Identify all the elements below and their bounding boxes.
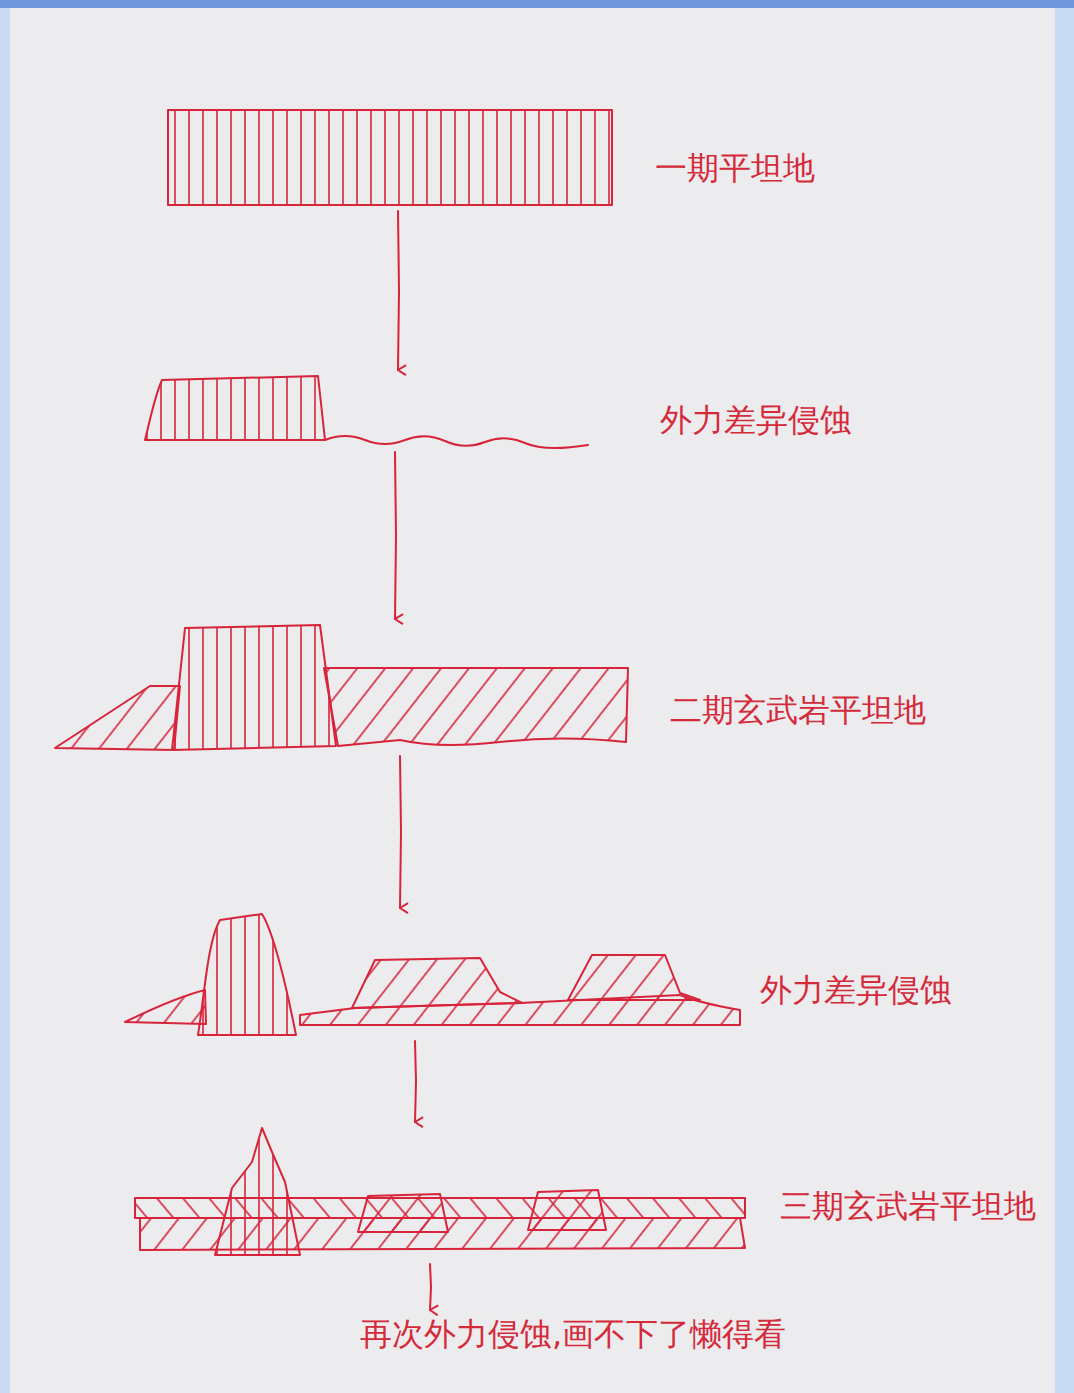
stage-node: 二期玄武岩平坦地 [51,621,930,754]
stage-label: 外力差异侵蚀 [760,972,952,1009]
flow-arrow [395,452,396,619]
stage-label: 一期平坦地 [655,150,815,187]
window-bar [0,0,1074,8]
stage-node: 三期玄武岩平坦地 [131,1124,1040,1262]
eroded-ground [325,436,588,448]
stage-label: 三期玄武岩平坦地 [780,1188,1036,1225]
stage-node: 一期平坦地 [164,106,819,209]
rock-block [168,110,612,205]
basalt-mesa [528,1190,606,1230]
flow-arrow [430,1264,431,1310]
rock-mesa [198,914,296,1035]
stage-label: 再次外力侵蚀,画不下了懒得看 [360,1316,786,1353]
rock-peak [215,1128,300,1255]
basalt-plateau [324,668,628,746]
flow-arrow [400,756,401,908]
stage-node: 外力差异侵蚀 [141,372,856,450]
flow-arrow [398,211,399,370]
stage-label: 外力差异侵蚀 [660,402,852,439]
basalt-layer [125,990,206,1024]
rock-mesa [172,625,336,750]
rock-mesa [145,376,325,440]
basalt-mesa [352,958,522,1008]
stage-node: 再次外力侵蚀,画不下了懒得看 [356,1312,790,1357]
stage-label: 二期玄武岩平坦地 [670,692,926,729]
basalt-layer [55,686,180,750]
basalt-mesa [358,1194,448,1232]
basalt-mesa [568,955,700,1000]
stage-node: 外力差异侵蚀 [116,910,956,1039]
flow-arrow [415,1041,416,1122]
